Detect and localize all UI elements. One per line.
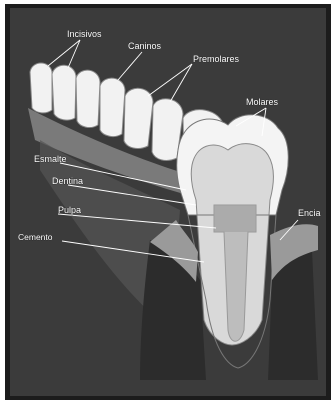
label-cementum: Cemento [18, 232, 53, 242]
label-canines: Caninos [128, 41, 162, 51]
incisor-1 [30, 63, 52, 113]
label-incisors: Incisivos [67, 29, 102, 39]
pulp-core [214, 205, 256, 232]
canine-2 [100, 78, 125, 136]
label-pulp: Pulpa [58, 205, 81, 215]
premolar-1 [124, 88, 153, 148]
incisor-2 [52, 65, 76, 120]
label-gum: Encia [298, 208, 321, 218]
canine-1 [76, 70, 100, 127]
label-premolars: Premolares [193, 54, 240, 64]
label-enamel: Esmalte [34, 154, 67, 164]
label-molars: Molares [246, 97, 279, 107]
label-dentin: Dentina [52, 176, 83, 186]
